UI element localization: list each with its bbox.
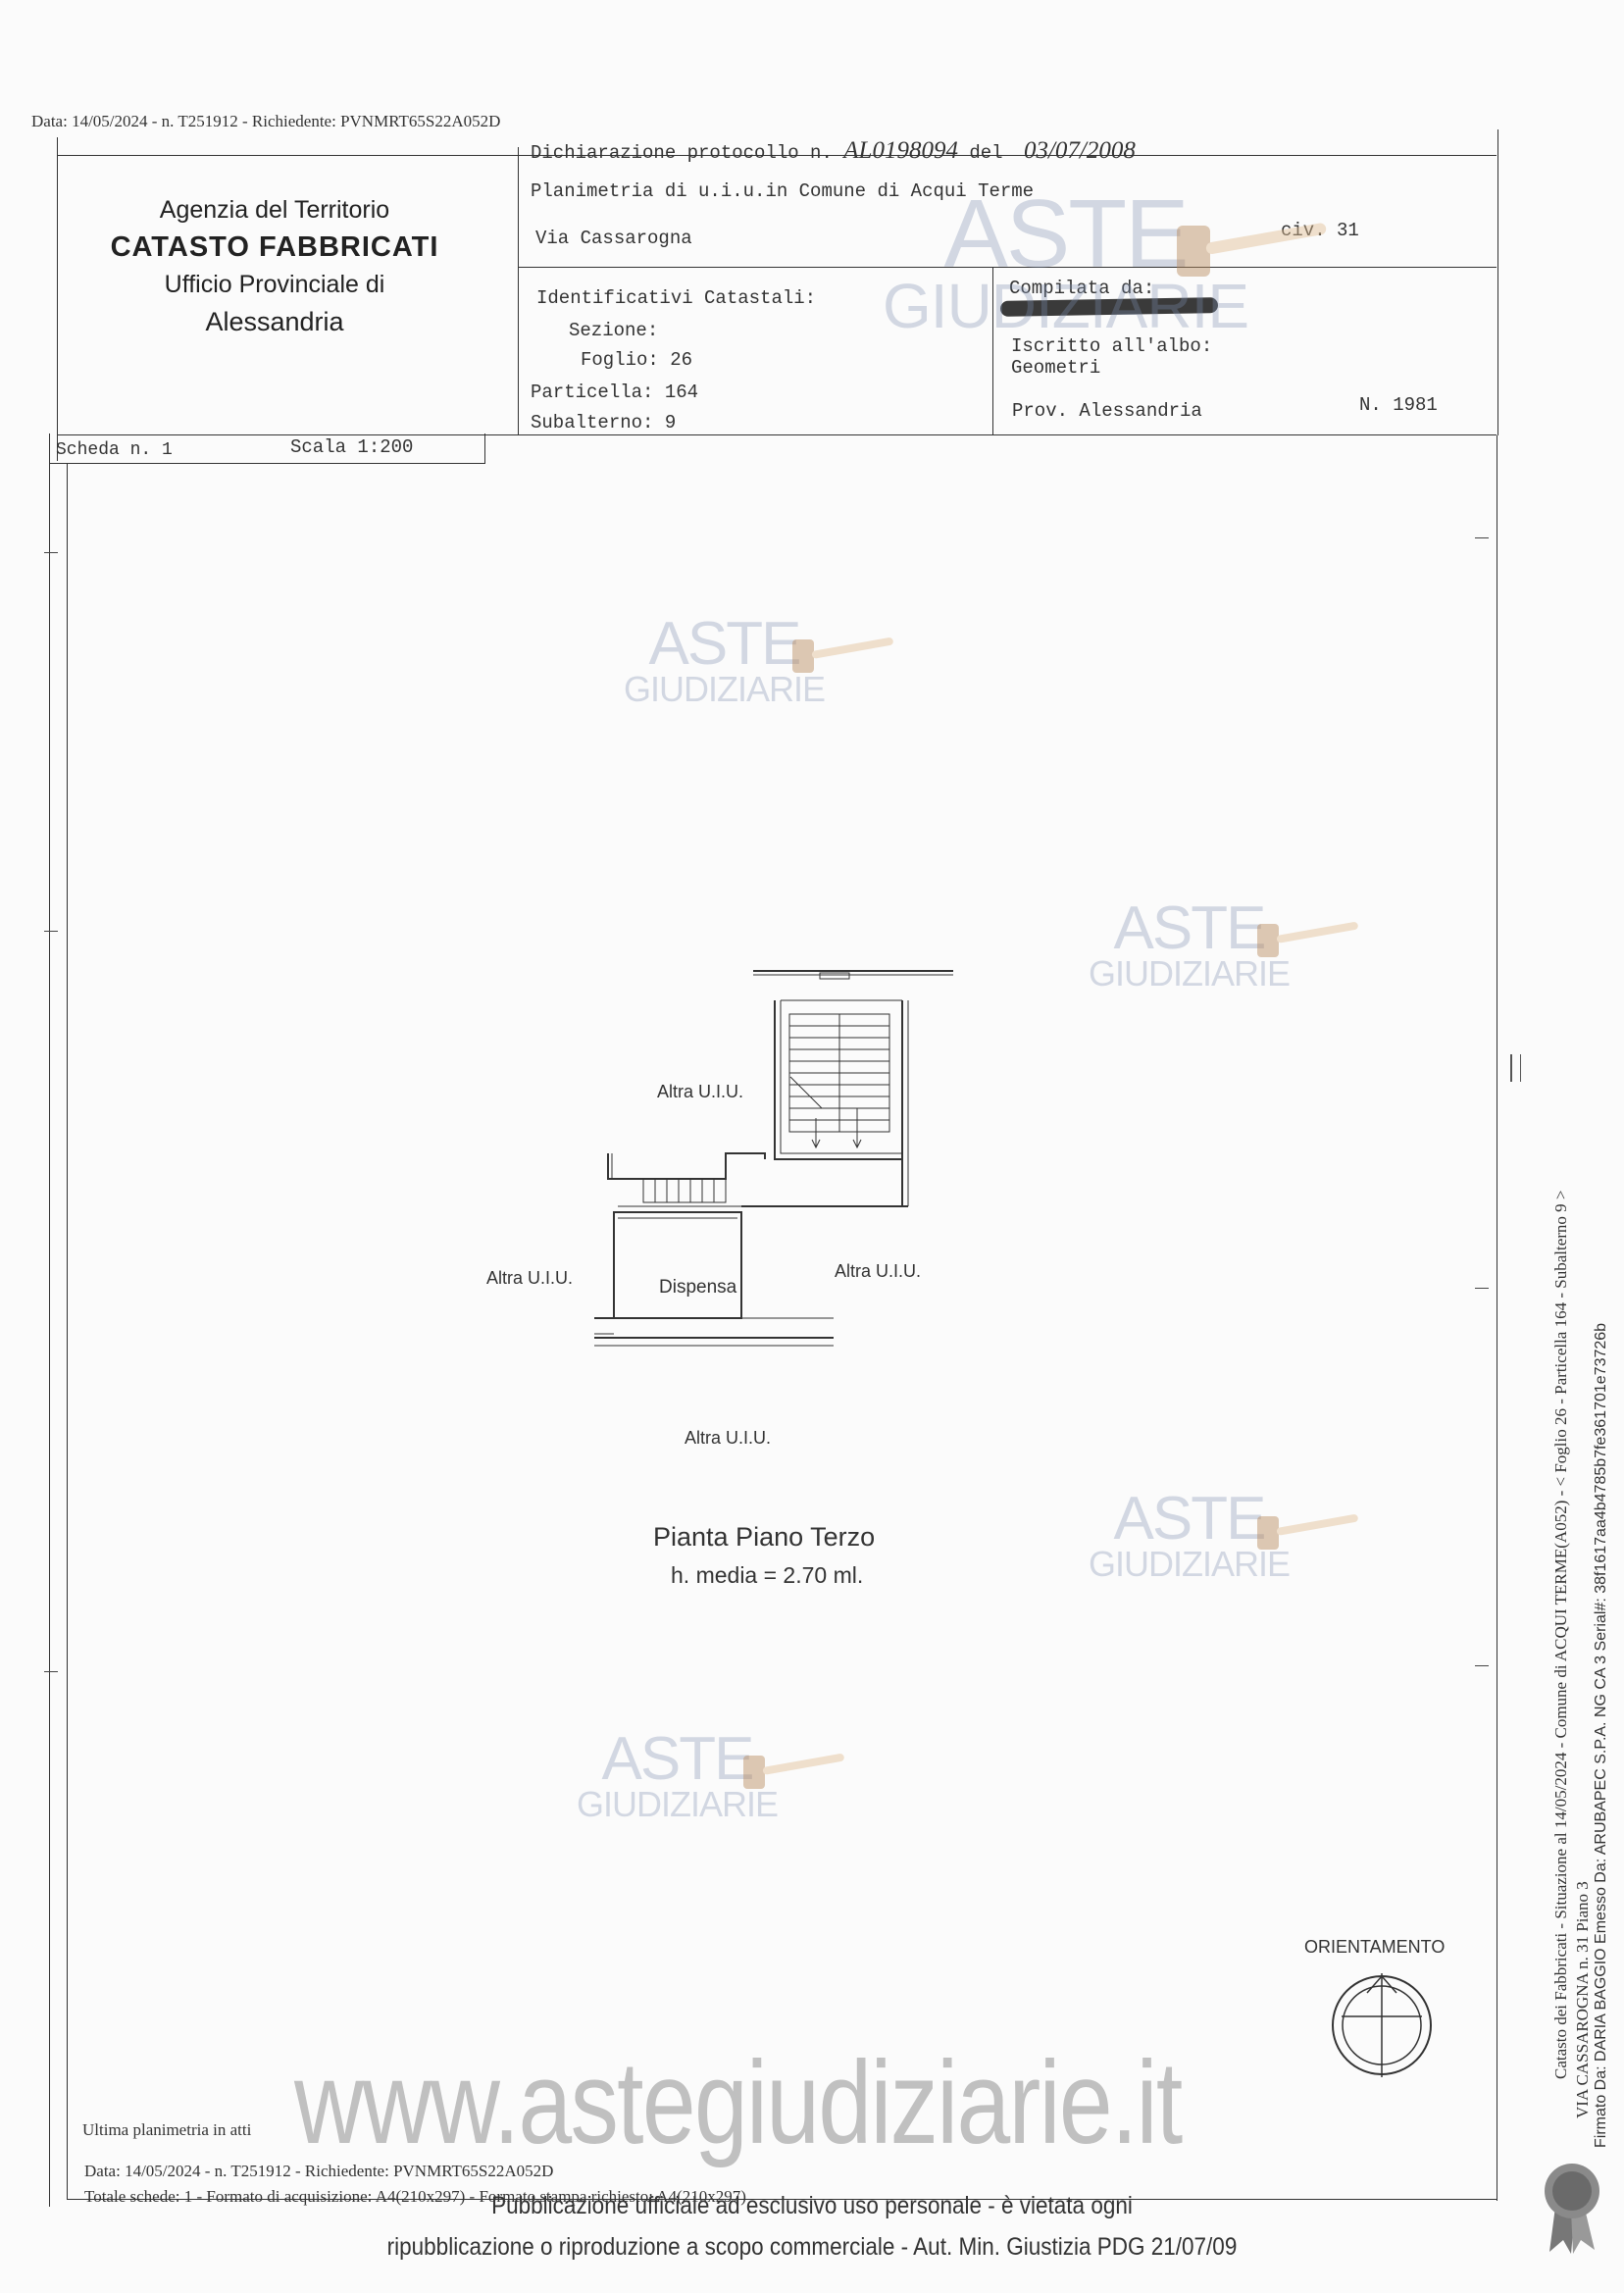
subalterno-label: Subalterno:	[531, 412, 654, 433]
declaration-civic: civ. 31	[1281, 220, 1359, 241]
side-scan-mark	[1510, 1054, 1521, 1082]
gavel-icon	[792, 637, 893, 673]
plan-average-height: h. media = 2.70 ml.	[671, 1562, 864, 1588]
agency-city: Alessandria	[205, 307, 344, 336]
plan-landing	[607, 1152, 766, 1180]
declaration-prefix: Dichiarazione protocollo n.	[531, 142, 833, 164]
foglio-value: 26	[670, 349, 693, 371]
side-text-address: VIA CASSAROGNA n. 31 Piano 3	[1573, 1881, 1592, 2118]
crop-mark	[44, 931, 58, 932]
particella-label: Particella:	[531, 382, 654, 403]
room-label-right: Altra U.I.U.	[835, 1261, 922, 1281]
iscritto-label: Iscritto all'albo:	[1011, 335, 1213, 357]
scheda-scale: Scala 1:200	[290, 436, 414, 458]
watermark-3: ASTE GIUDIZIARIE	[1089, 1485, 1291, 1584]
sezione-label: Sezione:	[569, 320, 659, 341]
crop-mark	[1475, 1288, 1489, 1289]
footer-ultima: Ultima planimetria in atti	[82, 2120, 252, 2139]
subalterno-row: Subalterno: 9	[531, 412, 676, 433]
albo-value: Geometri	[1011, 357, 1101, 379]
frame-inner-left	[67, 463, 68, 2199]
watermark-site: www.astegiudiziarie.it	[294, 2037, 1183, 2168]
declaration-date: 03/07/2008	[1023, 137, 1136, 164]
subalterno-value: 9	[664, 412, 677, 433]
watermark-4: ASTE GIUDIZIARIE	[577, 1725, 779, 1824]
plan-landing-steps	[642, 1178, 727, 1203]
footer-notice-line1: Pubblicazione ufficiale ad esclusivo uso…	[491, 2192, 1133, 2219]
orientation-label: ORIENTAMENTO	[1304, 1937, 1446, 1957]
floor-plan	[594, 970, 953, 1347]
footer-request-line: Data: 14/05/2024 - n. T251912 - Richiede…	[84, 2162, 554, 2180]
footer-totale: Totale schede: 1 - Formato di acquisizio…	[84, 2187, 746, 2206]
registration-number: N. 1981	[1359, 394, 1438, 416]
frame-left-border	[49, 433, 50, 2207]
plan-dispensa-room	[613, 1211, 742, 1319]
seal-icon	[1545, 2164, 1599, 2254]
header-divider-2	[992, 267, 993, 435]
foglio-row: Foglio: 26	[581, 349, 692, 371]
watermark-header: ASTE GIUDIZIARIE	[883, 179, 1249, 341]
declaration-street: Via Cassarogna	[535, 228, 692, 249]
declaration-line: Dichiarazione protocollo n. AL0198094 de…	[531, 137, 1136, 165]
foglio-label: Foglio:	[581, 349, 659, 371]
compass-icon	[1332, 1973, 1432, 2077]
crop-mark	[1475, 1665, 1489, 1666]
crop-mark	[44, 1671, 58, 1672]
room-label-left: Altra U.I.U.	[486, 1268, 574, 1288]
plan-stair-treads	[788, 1013, 890, 1149]
crop-mark	[44, 552, 58, 553]
compilata-label: Compilata da:	[1009, 278, 1155, 299]
agency-block: Agenzia del Territorio CATASTO FABBRICAT…	[78, 192, 471, 341]
agency-catasto: CATASTO FABBRICATI	[110, 231, 439, 263]
footer-notice-line2: ripubblicazione o riproduzione a scopo c…	[386, 2233, 1238, 2261]
header-divider-1	[518, 147, 519, 435]
gavel-icon	[1257, 922, 1358, 957]
particella-row: Particella: 164	[531, 382, 698, 403]
top-request-line: Data: 14/05/2024 - n. T251912 - Richiede…	[31, 112, 501, 130]
province-label: Prov. Alessandria	[1012, 400, 1202, 422]
agency-name: Agenzia del Territorio	[159, 196, 390, 224]
agency-ufficio: Ufficio Provinciale di	[164, 271, 385, 298]
room-label-bottom: Altra U.I.U.	[685, 1428, 772, 1448]
header-top-border	[57, 155, 1497, 156]
crop-mark	[1475, 537, 1489, 538]
side-text-signature: Firmato Da: DARIA BAGGIO Emesso Da: ARUB…	[1593, 1322, 1609, 2148]
gavel-icon	[743, 1754, 844, 1789]
scheda-number: Scheda n. 1	[56, 440, 173, 460]
gavel-icon	[1257, 1514, 1358, 1550]
header-bottom-border	[57, 434, 1497, 435]
declaration-del: del	[969, 142, 1003, 164]
room-label-dispensa: Dispensa	[659, 1277, 737, 1298]
watermark-1: ASTE GIUDIZIARIE	[624, 610, 826, 709]
watermark-2: ASTE GIUDIZIARIE	[1089, 894, 1291, 994]
plan-top-window	[819, 972, 850, 980]
declaration-protocol: AL0198094	[843, 137, 958, 164]
room-label-top: Altra U.I.U.	[657, 1082, 744, 1101]
plan-stair-shaft	[774, 1000, 902, 1160]
plan-title: Pianta Piano Terzo	[653, 1522, 876, 1552]
header-right-border	[1497, 129, 1498, 435]
side-text-catasto: Catasto dei Fabbricati - Situazione al 1…	[1551, 1190, 1570, 2079]
header-row-divider	[518, 267, 1497, 268]
declaration-municipality: Planimetria di u.i.u.in Comune di Acqui …	[531, 180, 1035, 202]
particella-value: 164	[664, 382, 699, 403]
frame-bottom-border	[67, 2199, 1497, 2200]
identifiers-heading: Identificativi Catastali:	[536, 287, 817, 309]
header-left-border	[57, 137, 58, 461]
gavel-icon	[1177, 223, 1327, 277]
